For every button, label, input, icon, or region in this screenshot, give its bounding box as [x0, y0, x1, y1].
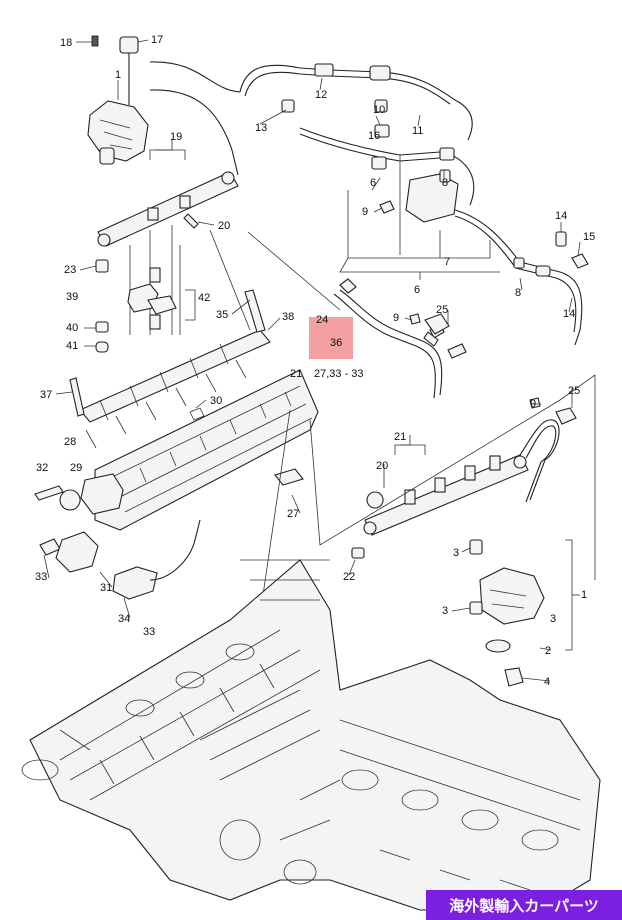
- callout-29: 29: [70, 462, 82, 474]
- callout-25: 25: [436, 304, 448, 316]
- callout-9-mid: 9: [393, 312, 399, 324]
- badge-label: 海外製輸入カーパーツ: [449, 896, 599, 915]
- cam-cover-left: [34, 369, 319, 600]
- callout-20: 20: [218, 220, 230, 232]
- bracket-lines-right: [209, 229, 596, 651]
- hardware-upper-right: [374, 99, 589, 409]
- callout-36: 36: [330, 337, 342, 349]
- fuel-hose-upper: [149, 61, 473, 176]
- callout-24: 24: [316, 314, 328, 326]
- callout-37: 37: [40, 389, 52, 401]
- callout-6: 6: [370, 177, 376, 189]
- callout-7: 7: [444, 256, 450, 268]
- callout-11: 11: [412, 125, 423, 137]
- callout-25-right: 25: [568, 385, 580, 397]
- import-parts-badge: 海外製輸入カーパーツ: [426, 890, 622, 920]
- callout-40: 40: [66, 322, 78, 334]
- leader-lines: [43, 39, 581, 682]
- callout-3-upper: 3: [453, 547, 459, 559]
- callout-31: 31: [100, 582, 112, 594]
- callout-38: 38: [282, 311, 294, 323]
- callout-15: 15: [583, 231, 595, 243]
- callout-3-bracket: 3: [550, 613, 556, 625]
- check-valve-assembly: [371, 124, 583, 346]
- callout-21-right: 21: [394, 431, 406, 443]
- fuel-pump-upper: [87, 35, 149, 165]
- callout-33-left: 33: [35, 571, 47, 583]
- callout-27-33: 27,33 - 33: [314, 368, 364, 380]
- highlight-box: [309, 317, 353, 359]
- callout-35: 35: [216, 309, 228, 321]
- fuel-line-mid: [333, 278, 467, 399]
- callout-18: 18: [60, 37, 72, 49]
- callout-21-left: 21: [290, 368, 302, 380]
- engine-block: [21, 559, 601, 911]
- callout-2: 2: [545, 645, 551, 657]
- callout-8-right: 8: [515, 287, 521, 299]
- callout-13: 13: [255, 122, 267, 134]
- callout-23: 23: [64, 264, 76, 276]
- callout-27: 27: [287, 508, 299, 520]
- callout-3-lower: 3: [442, 605, 448, 617]
- callout-12: 12: [315, 89, 327, 101]
- callout-14-top: 14: [555, 210, 567, 222]
- callout-30: 30: [210, 395, 222, 407]
- callout-39: 39: [66, 291, 78, 303]
- callout-4: 4: [544, 676, 550, 688]
- callout-34: 34: [118, 613, 130, 625]
- injector-set-left: [95, 225, 196, 353]
- callout-1: 1: [115, 69, 121, 81]
- callout-41: 41: [66, 340, 78, 352]
- callout-42: 42: [198, 292, 210, 304]
- callout-32: 32: [36, 462, 48, 474]
- callout-17: 17: [151, 34, 163, 46]
- bracket-lines-upper: [339, 155, 500, 280]
- callout-19: 19: [170, 131, 182, 143]
- callout-33-bottom: 33: [143, 626, 155, 638]
- callout-8: 8: [442, 177, 448, 189]
- callout-6-lower: 6: [414, 284, 420, 296]
- callout-10: 10: [373, 104, 385, 116]
- fuel-rail-left: [97, 140, 239, 247]
- callout-16: 16: [368, 130, 380, 142]
- callout-22: 22: [343, 571, 355, 583]
- callout-14-right: 14: [563, 308, 575, 320]
- fuel-pump-lower: [351, 407, 577, 687]
- callout-20-right: 20: [376, 460, 388, 472]
- callout-9: 9: [362, 206, 368, 218]
- fuel-rail-right: [363, 419, 560, 536]
- callout-1-right: 1: [581, 589, 587, 601]
- callout-28: 28: [64, 436, 76, 448]
